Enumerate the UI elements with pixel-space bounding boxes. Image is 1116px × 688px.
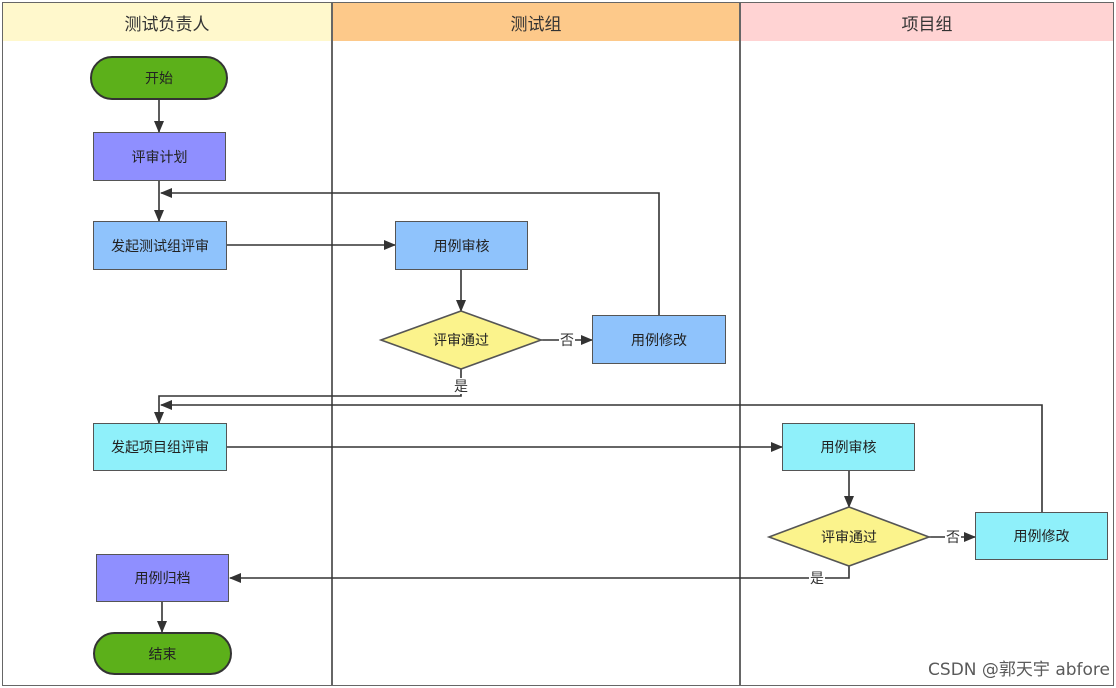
test-case-archive-box: 用例归档 [96,554,229,602]
test-case-modify-box-2: 用例修改 [975,512,1108,560]
start-node: 开始 [90,56,228,100]
edge-label-yes-1: 是 [453,378,469,394]
watermark: CSDN @郭天宇 abfore [928,660,1110,680]
lane-header-project-group: 项目组 [740,2,1114,42]
lane-header-test-lead: 测试负责人 [2,2,332,42]
review-plan-box: 评审计划 [93,132,226,181]
edge-modify-2-loop [160,400,1043,512]
decision-diamond-2 [766,506,932,567]
decision-diamond-1 [378,310,544,370]
end-node: 结束 [93,632,232,675]
edge-label-no-2: 否 [945,529,961,545]
test-case-review-box-2: 用例审核 [782,423,915,471]
edge-label-yes-2: 是 [809,570,825,586]
edge-decision-2-yes [229,566,850,583]
start-test-group-review-box: 发起测试组评审 [93,221,227,270]
test-case-review-box-1: 用例审核 [395,221,528,270]
start-project-group-review-box: 发起项目组评审 [93,423,227,471]
edge-decision-1-yes [154,369,462,424]
edge-modify-1-loop [160,188,660,315]
edge-label-no-1: 否 [559,332,575,348]
test-case-modify-box-1: 用例修改 [592,315,726,364]
